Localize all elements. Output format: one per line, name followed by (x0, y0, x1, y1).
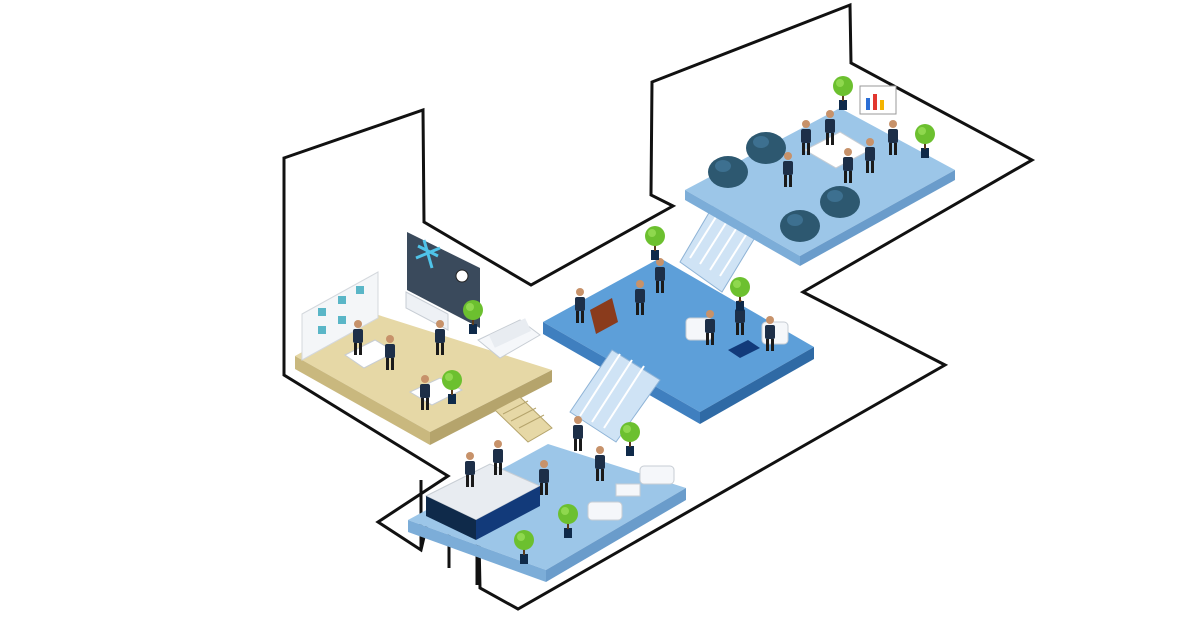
shelf-icon (301, 271, 379, 361)
whiteboard-icon (407, 232, 480, 328)
plant-icon (463, 300, 483, 334)
desk-icon (590, 298, 618, 334)
escalator-icon (569, 349, 661, 443)
lounge-room (295, 232, 553, 445)
beanbag-icon (746, 132, 786, 164)
stairs (494, 396, 553, 443)
plant-icon (620, 422, 640, 456)
meeting-room (685, 76, 955, 266)
beanbag-icon (708, 156, 748, 188)
whiteboard-icon (859, 85, 897, 115)
beanbag-icon (820, 186, 860, 218)
clock-icon (455, 269, 469, 283)
person-icon (573, 416, 583, 451)
sofa-icon (587, 465, 675, 521)
beanbag-icon (780, 210, 820, 242)
wall-outline (282, 2, 1036, 611)
plant-icon (833, 76, 853, 110)
plant-icon (645, 226, 665, 260)
sofa-icon (477, 318, 541, 359)
lobby-floor (408, 416, 686, 582)
